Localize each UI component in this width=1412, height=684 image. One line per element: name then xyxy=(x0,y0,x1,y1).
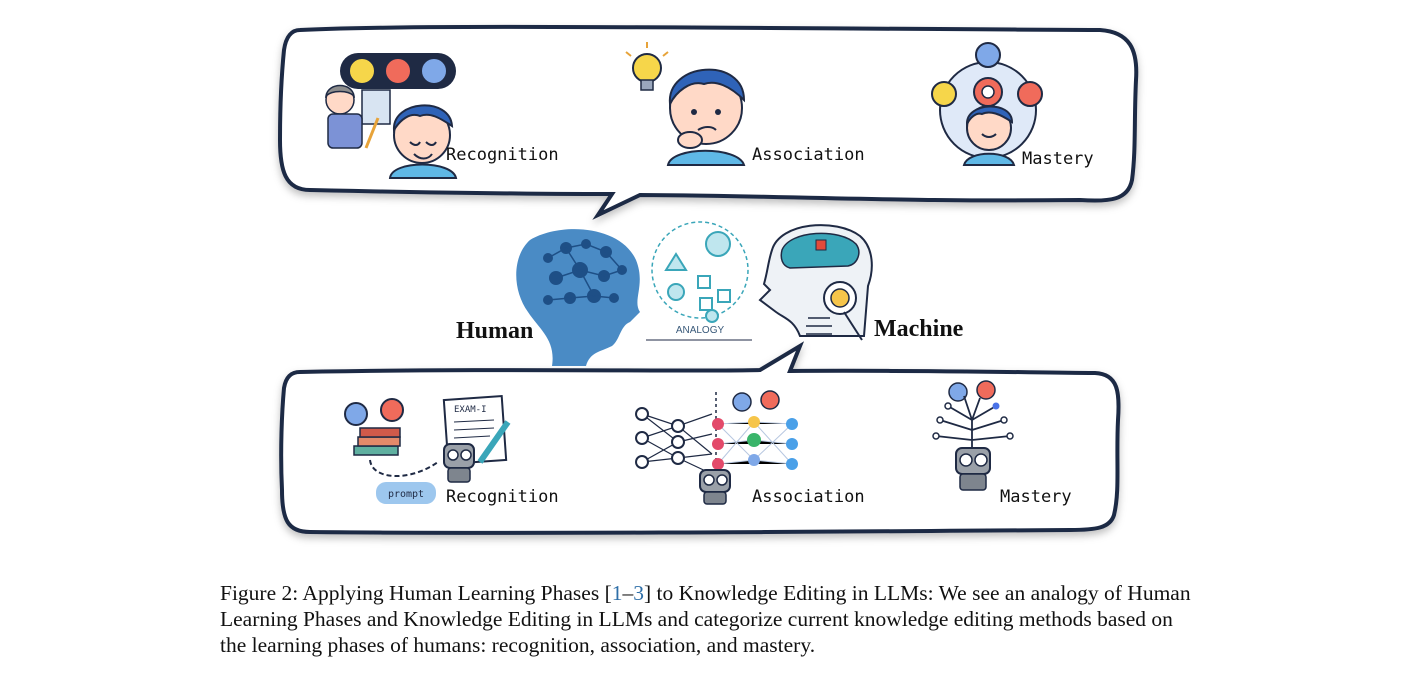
angry-face-icon xyxy=(384,57,412,85)
caption-dash: – xyxy=(622,581,634,605)
prompt-label: prompt xyxy=(388,489,424,500)
prompt-chip xyxy=(376,482,436,504)
boy-smiling-icon xyxy=(388,104,458,179)
human-recognition-label: Recognition xyxy=(446,145,559,165)
neural-network-right-icon xyxy=(712,416,798,470)
boy-calm-icon xyxy=(962,105,1016,166)
sad-face-icon xyxy=(732,392,752,412)
boy-thinking-icon xyxy=(666,68,746,166)
machine-speech-bubble xyxy=(279,341,1121,535)
figure-caption: Figure 2: Applying Human Learning Phases… xyxy=(220,580,1200,658)
angry-face-icon xyxy=(976,380,996,400)
robot-icon xyxy=(955,447,991,491)
angry-face-icon xyxy=(760,390,780,410)
arrow-icon xyxy=(369,459,439,477)
analogy-icon: ANALOGY xyxy=(646,221,752,341)
citation-link-3[interactable]: 3 xyxy=(633,581,644,605)
circuit-tree-icon xyxy=(935,395,1011,450)
books-icon xyxy=(353,427,401,456)
happy-face-icon xyxy=(348,57,376,85)
machine-mastery-label: Mastery xyxy=(1000,487,1072,507)
human-label: Human xyxy=(456,318,533,344)
human-mastery-illustration: Mastery xyxy=(931,42,1094,169)
machine-recognition-label: Recognition xyxy=(446,487,559,507)
gear-icon xyxy=(705,231,731,257)
check-icon xyxy=(667,283,685,301)
human-brain-head-icon xyxy=(516,229,640,366)
robot-icon xyxy=(443,443,475,483)
lightbulb-icon xyxy=(625,42,669,91)
sad-face-icon xyxy=(344,402,368,426)
human-association-label: Association xyxy=(752,145,865,165)
caption-suffix: ] to Knowledge Editing in LLMs: We see a… xyxy=(220,581,1191,657)
human-recognition-illustration: Recognition xyxy=(324,53,559,179)
angry-face-icon xyxy=(380,398,404,422)
machine-association-illustration: Association xyxy=(635,390,865,507)
happy-face-icon xyxy=(931,81,957,107)
machine-mastery-illustration: Mastery xyxy=(932,380,1072,507)
pen-icon xyxy=(477,420,511,464)
analogy-label: ANALOGY xyxy=(676,325,725,336)
sad-face-icon xyxy=(948,382,968,402)
machine-recognition-illustration: EXAM-I prompt Recognition xyxy=(344,394,559,507)
angry-face-icon xyxy=(1017,81,1043,107)
citation-link-1[interactable]: 1 xyxy=(611,581,623,605)
exam-label: EXAM-I xyxy=(454,405,487,415)
teacher-icon xyxy=(324,84,391,149)
sad-face-icon xyxy=(975,42,1001,68)
caption-prefix: Figure 2: Applying Human Learning Phases… xyxy=(220,581,612,605)
machine-association-label: Association xyxy=(752,487,865,507)
robot-icon xyxy=(699,469,731,505)
human-association-illustration: Association xyxy=(625,42,865,166)
human-mastery-label: Mastery xyxy=(1022,149,1094,169)
triangle-icon xyxy=(664,252,688,271)
gear-icon xyxy=(973,77,1003,107)
machine-label: Machine xyxy=(874,316,964,342)
robot-head-icon xyxy=(758,224,873,341)
sad-face-icon xyxy=(420,57,448,85)
